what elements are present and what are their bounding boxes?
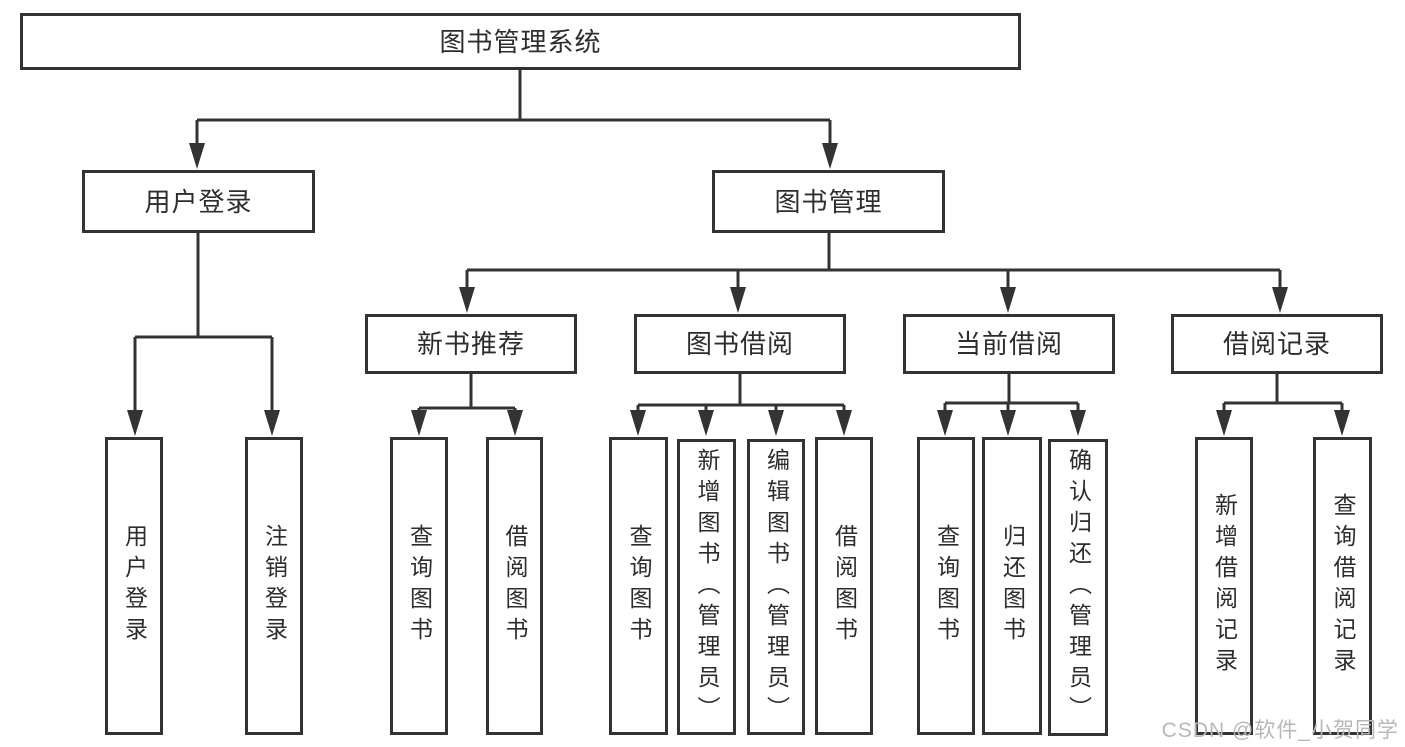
connector-root-to-level2 bbox=[195, 70, 832, 148]
arrowhead-icon bbox=[1000, 410, 1016, 436]
leaf-br-add-record: 新增借阅记录 bbox=[1195, 437, 1253, 735]
node-book-management: 图书管理 bbox=[712, 170, 945, 233]
leaf-bb-add-books-admin: 新增图书（管理员） bbox=[677, 439, 736, 735]
leaf-user-login: 用户登录 bbox=[105, 437, 163, 735]
leaf-bb-edit-books-admin: 编辑图书（管理员） bbox=[747, 439, 805, 735]
arrowhead-icon bbox=[836, 410, 852, 436]
arrowhead-icon bbox=[730, 287, 746, 313]
arrowhead-icon bbox=[507, 410, 523, 436]
arrowhead-icon bbox=[189, 143, 205, 169]
node-new-book-recommendation: 新书推荐 bbox=[365, 314, 577, 374]
connector-newbook-to-leaves bbox=[417, 374, 517, 414]
connector-userlogin-to-leaves bbox=[133, 233, 274, 415]
node-library-system: 图书管理系统 bbox=[20, 13, 1021, 70]
arrowhead-icon bbox=[459, 287, 475, 313]
node-current-borrowing: 当前借阅 bbox=[903, 314, 1115, 374]
leaf-bb-query-books: 查询图书 bbox=[609, 437, 668, 735]
arrowhead-icon bbox=[937, 410, 953, 436]
node-borrowing-records: 借阅记录 bbox=[1171, 314, 1383, 374]
arrowhead-icon bbox=[1272, 287, 1288, 313]
connector-current-to-leaves bbox=[943, 374, 1080, 412]
leaf-logout: 注销登录 bbox=[245, 437, 303, 735]
arrowhead-icon bbox=[127, 410, 143, 436]
leaf-nb-borrow-books: 借阅图书 bbox=[486, 437, 543, 735]
leaf-cb-query-books: 查询图书 bbox=[917, 437, 975, 735]
arrowhead-icon bbox=[264, 410, 280, 436]
node-book-borrowing: 图书借阅 bbox=[634, 314, 846, 374]
leaf-cb-confirm-return-admin: 确认归还（管理员） bbox=[1048, 439, 1108, 736]
watermark: CSDN @软件_小贺同学 bbox=[1161, 719, 1399, 742]
connector-bookmgmt-to-level3 bbox=[465, 233, 1282, 291]
leaf-nb-query-books: 查询图书 bbox=[390, 437, 448, 735]
arrowheads bbox=[127, 143, 1350, 436]
connector-records-to-leaves bbox=[1222, 374, 1344, 412]
arrowhead-icon bbox=[411, 410, 427, 436]
leaf-bb-borrow-books: 借阅图书 bbox=[815, 437, 873, 735]
leaf-cb-return-books: 归还图书 bbox=[982, 437, 1042, 735]
leaf-br-query-record: 查询借阅记录 bbox=[1313, 437, 1372, 735]
arrowhead-icon bbox=[1000, 287, 1016, 313]
arrowhead-icon bbox=[630, 410, 646, 436]
arrowhead-icon bbox=[822, 143, 838, 169]
arrowhead-icon bbox=[698, 410, 714, 436]
arrowhead-icon bbox=[1216, 410, 1232, 436]
arrowhead-icon bbox=[1334, 410, 1350, 436]
node-user-login: 用户登录 bbox=[82, 170, 315, 233]
connector-borrow-to-leaves bbox=[636, 374, 846, 412]
arrowhead-icon bbox=[768, 410, 784, 436]
arrowhead-icon bbox=[1070, 410, 1086, 436]
